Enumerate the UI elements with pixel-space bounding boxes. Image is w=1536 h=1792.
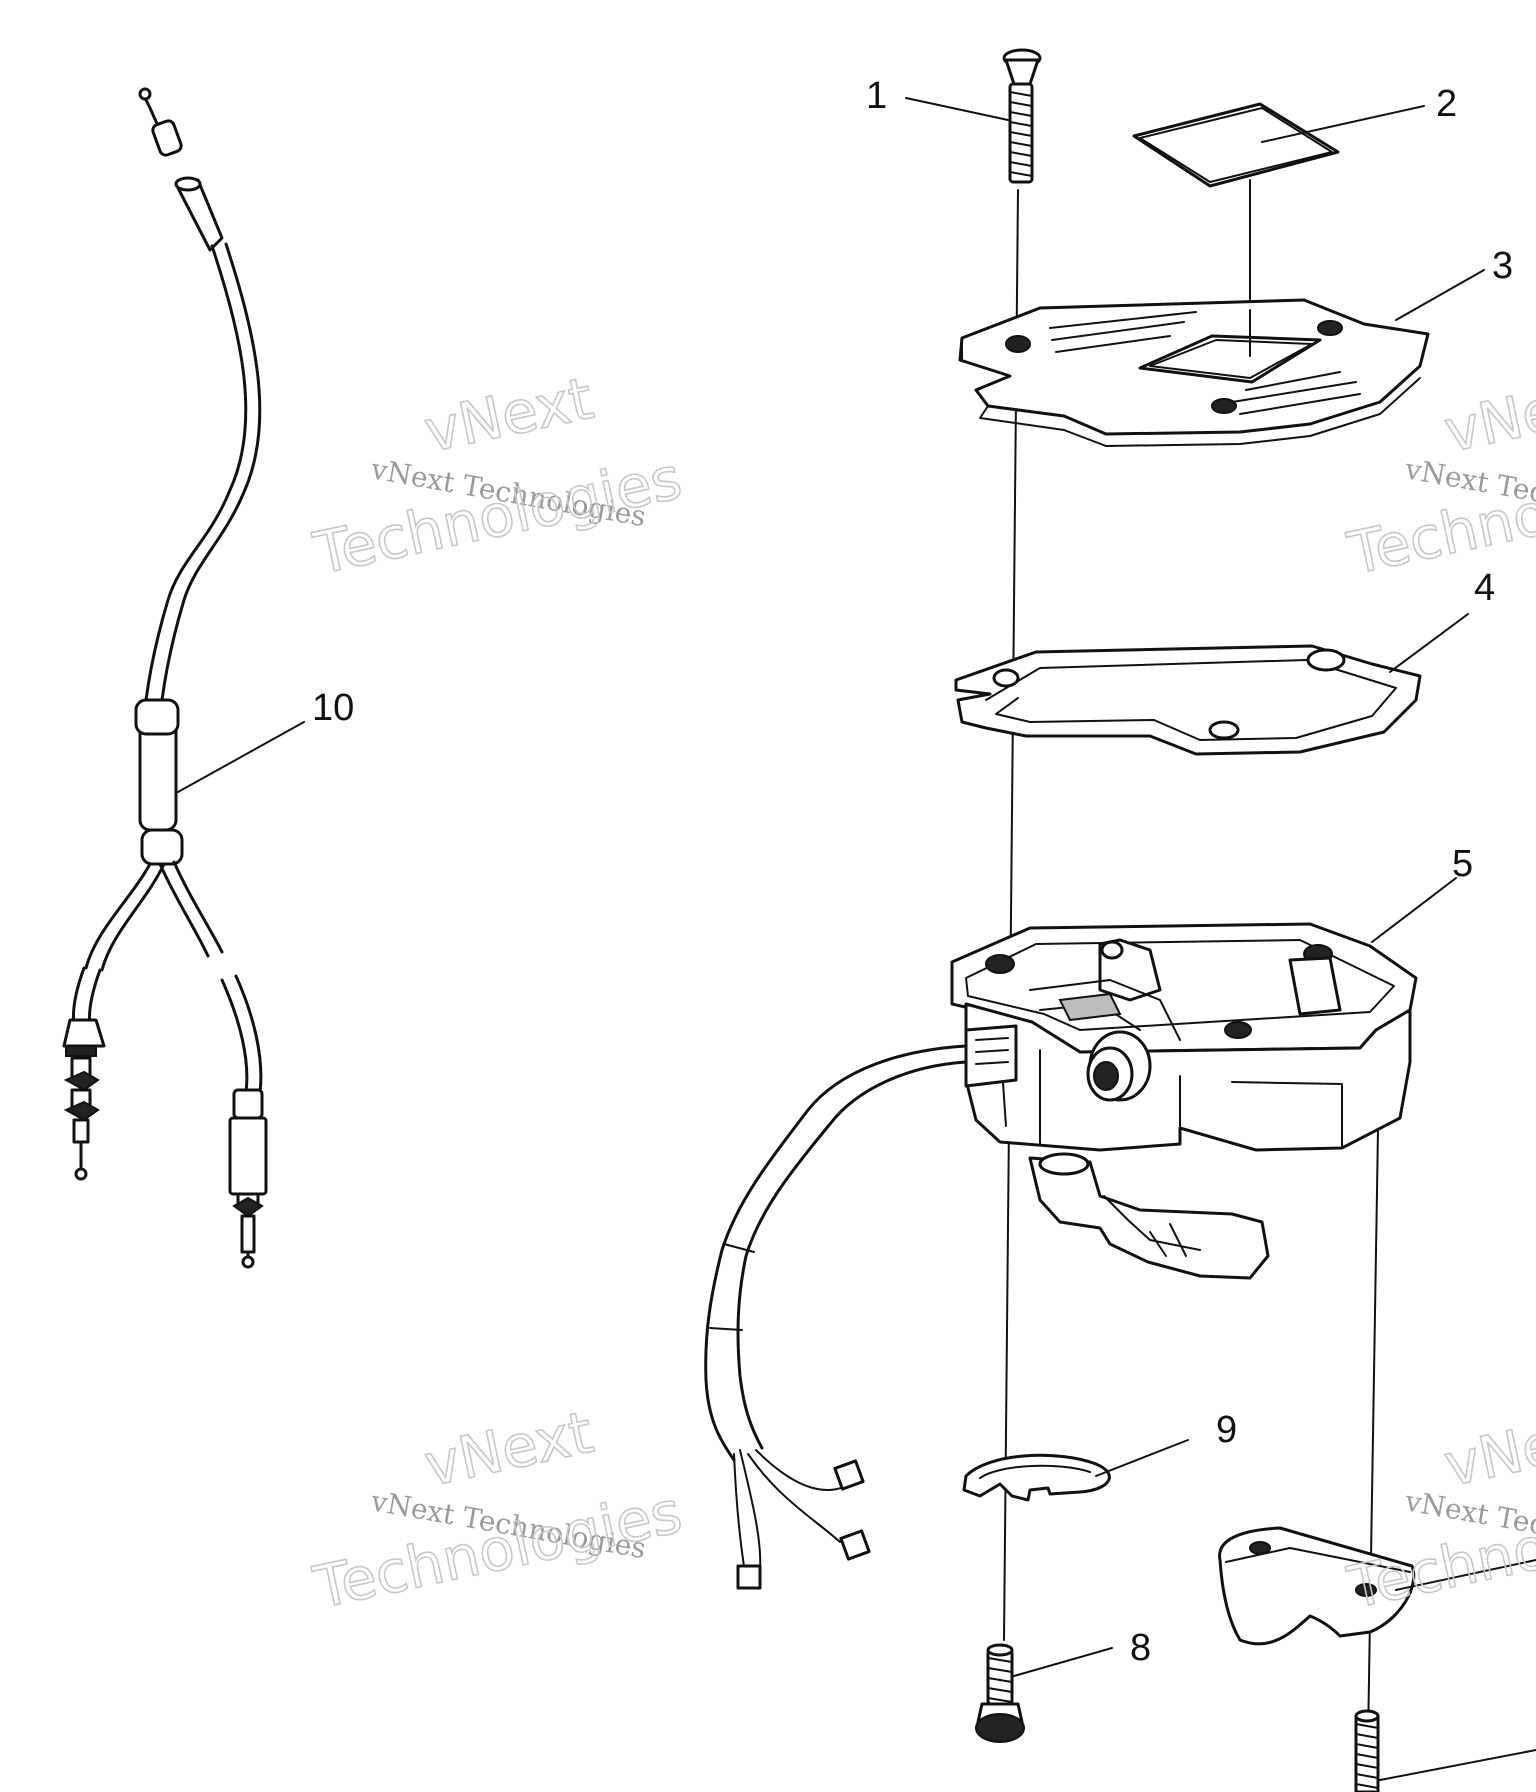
clip-part-9 — [962, 1453, 1111, 1502]
callout-labels: 1 2 3 4 5 9 8 10 — [312, 75, 1513, 1669]
callout-2: 2 — [1436, 83, 1457, 125]
watermark-1: vNext vNext Technologies Technologies — [307, 363, 688, 589]
callout-10: 10 — [312, 687, 354, 729]
watermark-big-line2: Technologies — [308, 444, 688, 588]
assembly-axis-lines — [1003, 179, 1379, 1741]
gasket-part-4 — [954, 644, 1422, 756]
watermark-big-line1: vNext — [419, 364, 599, 466]
callout-5: 5 — [1452, 843, 1473, 885]
cable-assembly-part-10 — [62, 87, 268, 1269]
callout-3: 3 — [1492, 245, 1513, 287]
watermark-big-line1: vNext — [1439, 364, 1536, 466]
screw-bottom-right — [1354, 1709, 1380, 1792]
cover-part-3 — [958, 298, 1430, 447]
watermark-big-line1: vNext — [419, 1398, 599, 1500]
watermark-big-line1: vNext — [1439, 1398, 1536, 1500]
screw-part-8 — [975, 1643, 1025, 1743]
housing-wire-harness — [704, 1044, 968, 1590]
watermark-4: vNext vNext Technologies Technologies — [1341, 1397, 1536, 1623]
decal-part-2 — [1132, 102, 1340, 188]
callout-8: 8 — [1130, 1627, 1151, 1669]
clamp-half — [1218, 1526, 1416, 1646]
screw-part-1 — [1002, 48, 1042, 184]
watermark-big-line2: Technologies — [308, 1478, 688, 1622]
callout-4: 4 — [1474, 567, 1495, 609]
housing-part-5 — [950, 922, 1418, 1280]
leader-lines — [177, 97, 1536, 1781]
callout-1: 1 — [866, 75, 887, 117]
callout-9: 9 — [1216, 1409, 1237, 1451]
watermark-3: vNext vNext Technologies Technologies — [307, 1397, 688, 1623]
